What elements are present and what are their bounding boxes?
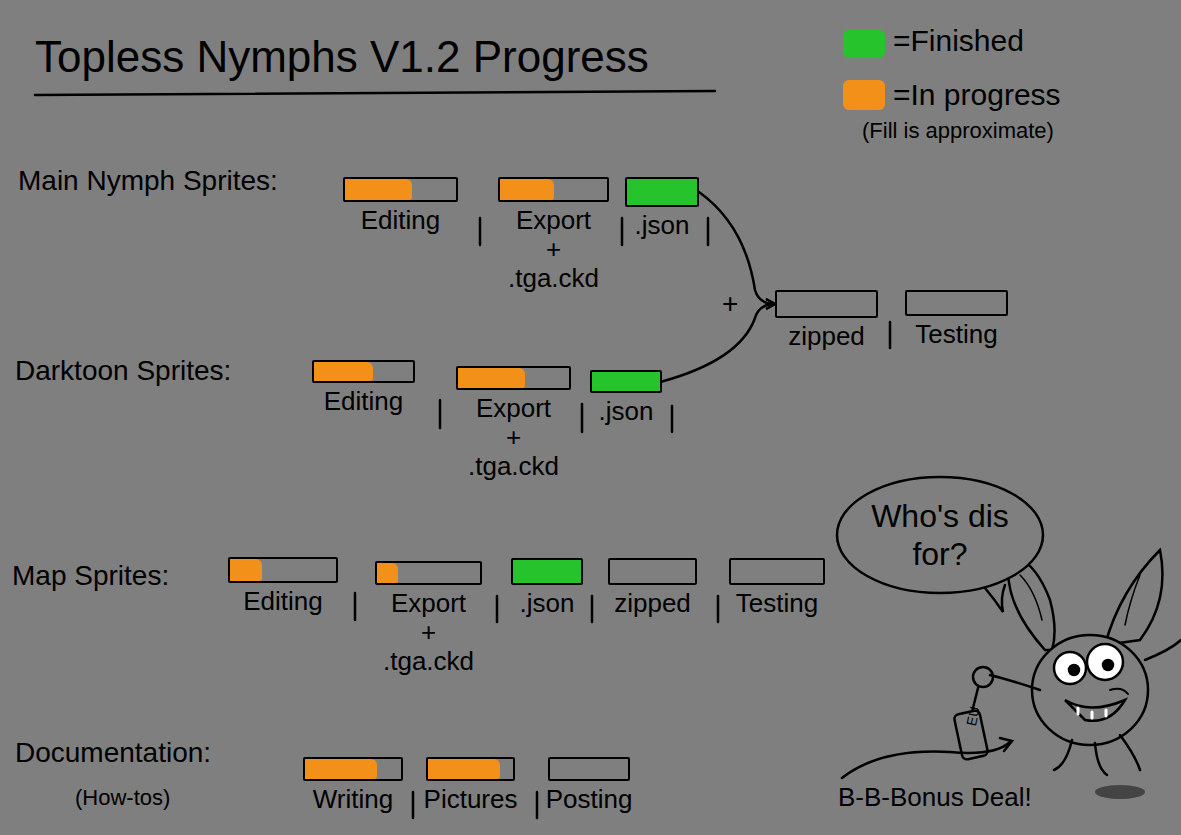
bar-label: +	[546, 235, 561, 264]
progress-bar: zipped	[608, 558, 697, 585]
bar-label: Export	[516, 206, 591, 235]
bar-fill	[314, 362, 373, 381]
separator-ticks	[355, 218, 890, 818]
connector-arrow	[699, 192, 775, 304]
bar-label: Posting	[546, 785, 633, 814]
bar-caption: zipped	[788, 322, 865, 351]
bar-fill	[458, 368, 525, 388]
bar-label: Testing	[736, 589, 818, 618]
connector-arrow	[662, 304, 775, 382]
bar-caption: .json	[599, 397, 654, 426]
bar-caption: Testing	[736, 589, 818, 618]
progress-bar: Export+.tga.ckd	[456, 366, 571, 390]
progress-bar: Editing	[343, 177, 458, 202]
bar-fill	[500, 179, 554, 200]
bar-caption: Pictures	[424, 785, 518, 814]
bar-caption: .json	[635, 211, 690, 240]
bar-label: Pictures	[424, 785, 518, 814]
bar-label: Export	[391, 589, 466, 618]
progress-bar: Writing	[303, 757, 403, 781]
bar-caption: Export+.tga.ckd	[468, 394, 559, 481]
bar-label: zipped	[614, 589, 691, 618]
bar-caption: Export+.tga.ckd	[383, 589, 474, 676]
progress-bar: Testing	[729, 558, 825, 585]
progress-bar: Export+.tga.ckd	[498, 177, 609, 202]
bar-label: Editing	[361, 206, 441, 235]
bubble-text: Who's dis for?	[865, 497, 1015, 573]
title: Topless Nymphs V1.2 Progress	[35, 32, 649, 82]
legend-text: =In progress	[893, 78, 1061, 112]
bar-label: +	[421, 618, 436, 647]
progress-bar: .json	[590, 370, 662, 393]
bar-label: Writing	[313, 785, 393, 814]
merge-plus: +	[722, 288, 738, 320]
row-label: Documentation:	[15, 737, 211, 769]
progress-bar: .json	[625, 177, 699, 207]
bar-fill	[305, 759, 377, 779]
bar-fill	[345, 179, 412, 200]
bar-label: zipped	[788, 322, 865, 351]
bar-fill	[230, 559, 262, 581]
bar-label: Editing	[324, 387, 404, 416]
bubble-tail	[985, 585, 1005, 612]
progress-bar: zipped	[775, 290, 878, 318]
bar-label: Export	[476, 394, 551, 423]
bar-label: Editing	[243, 587, 323, 616]
bar-fill	[592, 372, 660, 391]
row-label: Main Nymph Sprites:	[18, 165, 278, 197]
bar-label: +	[506, 423, 521, 452]
note: (How-tos)	[75, 785, 170, 811]
bar-label: .tga.ckd	[383, 647, 474, 676]
bar-fill	[627, 179, 697, 205]
progress-bar: Posting	[548, 757, 630, 781]
bar-caption: Editing	[361, 206, 441, 235]
bar-caption: Editing	[243, 587, 323, 616]
progress-bar: Export+.tga.ckd	[375, 561, 482, 585]
speech-bubble: Who's dis for?	[835, 475, 1045, 595]
progress-bar: Pictures	[426, 757, 515, 781]
bubble-outline	[835, 475, 1045, 595]
leader-head	[1000, 738, 1012, 751]
bar-caption: Editing	[324, 387, 404, 416]
bar-caption: Posting	[546, 785, 633, 814]
row-label: Map Sprites:	[12, 560, 169, 592]
bar-label: .json	[599, 397, 654, 426]
leader-line	[842, 742, 1010, 778]
row-label: Darktoon Sprites:	[15, 355, 231, 387]
bar-caption: zipped	[614, 589, 691, 618]
title-underline	[35, 91, 715, 95]
legend-swatch	[843, 30, 885, 58]
bar-caption: .json	[520, 589, 575, 618]
callout-text: B-B-Bonus Deal!	[838, 782, 1032, 813]
bar-fill	[513, 560, 581, 583]
legend-text: =Finished	[893, 24, 1024, 58]
legend-note: (Fill is approximate)	[862, 118, 1054, 144]
bar-label: .json	[520, 589, 575, 618]
bar-label: Testing	[915, 320, 997, 349]
bar-label: .json	[635, 211, 690, 240]
bar-caption: Export+.tga.ckd	[508, 206, 599, 293]
bar-caption: Testing	[915, 320, 997, 349]
shadow	[1095, 785, 1145, 799]
bar-fill	[377, 563, 398, 583]
legend-swatch	[843, 80, 885, 110]
progress-bar: Editing	[228, 557, 338, 583]
bar-label: .tga.ckd	[508, 264, 599, 293]
bar-label: .tga.ckd	[468, 452, 559, 481]
bar-fill	[428, 759, 500, 779]
progress-bar: .json	[511, 558, 583, 585]
bar-caption: Writing	[313, 785, 393, 814]
progress-bar: Testing	[905, 290, 1008, 316]
progress-bar: Editing	[312, 360, 415, 383]
